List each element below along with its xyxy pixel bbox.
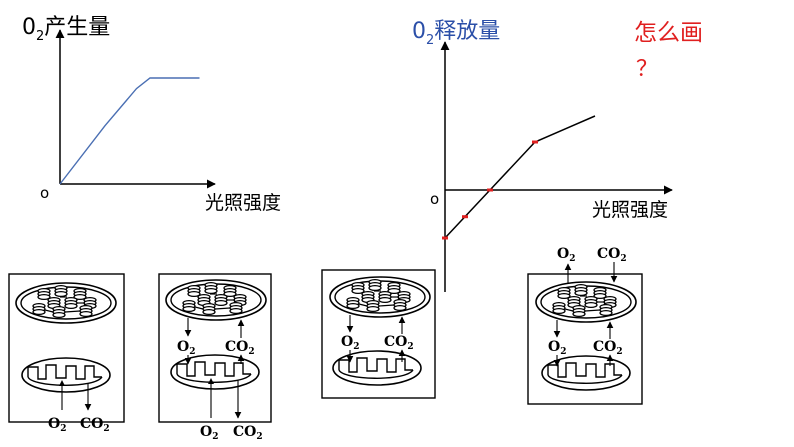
right-marker-0 — [442, 236, 448, 240]
right-x-label: 光照强度 — [592, 199, 668, 221]
label-o2: O2 — [48, 416, 66, 434]
right-y-label: 02释放量 — [412, 19, 500, 48]
label-o2: O2 — [200, 424, 218, 442]
right-marker-2 — [487, 188, 493, 192]
cell-panel-1: O2 CO2 — [8, 273, 125, 434]
label-o2: O2 — [341, 334, 359, 352]
right-curve-line — [444, 115, 596, 239]
left-chart: 02产生量 o 光照强度 — [22, 15, 281, 214]
label-co2: CO2 — [80, 416, 110, 434]
cell-panel-2: O2 CO2 O2 CO2 — [158, 273, 272, 442]
label-co2: CO2 — [225, 339, 255, 357]
right-marker-3 — [532, 140, 538, 144]
label-o2: O2 — [557, 246, 575, 264]
mitochondrion-icon — [541, 355, 631, 391]
right-origin-label: o — [430, 190, 439, 208]
label-o2: O2 — [548, 339, 566, 357]
left-y-label: 02产生量 — [22, 15, 110, 44]
right-markers — [442, 140, 538, 240]
right-chart: 02释放量 o 光照强度 怎么画 ？ — [412, 19, 703, 292]
chloroplast-icon — [16, 283, 116, 323]
label-co2: CO2 — [593, 339, 623, 357]
left-origin-label: o — [40, 184, 49, 202]
cell-panel-4: O2 CO2 O2 CO2 — [527, 246, 643, 405]
left-curve-line — [59, 77, 200, 185]
mitochondrion-icon — [170, 354, 260, 390]
cell-panel-3: O2 CO2 — [321, 269, 436, 399]
label-co2: CO2 — [597, 246, 627, 264]
question-mark: ？ — [636, 57, 658, 82]
label-co2: CO2 — [384, 334, 414, 352]
label-co2: CO2 — [233, 424, 263, 442]
chloroplast-icon — [330, 277, 430, 317]
chloroplast-icon — [166, 280, 266, 320]
right-marker-1 — [462, 215, 468, 219]
left-x-label: 光照强度 — [205, 192, 281, 214]
question-text: 怎么画 — [634, 20, 703, 46]
label-o2: O2 — [177, 339, 195, 357]
chloroplast-icon — [536, 282, 636, 322]
mitochondrion-icon — [21, 357, 111, 393]
mitochondrion-icon — [332, 350, 422, 386]
